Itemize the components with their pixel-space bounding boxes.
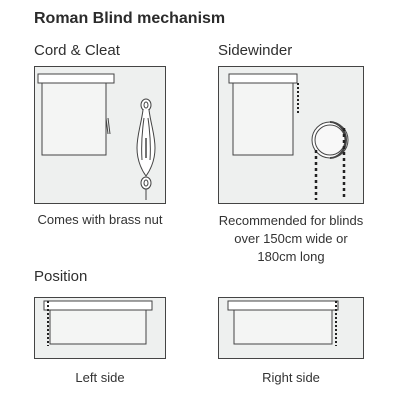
- right-side-caption: Right side: [262, 370, 320, 385]
- sidewinder-panel: [218, 66, 364, 204]
- cord-cleat-panel: [34, 66, 166, 204]
- left-side-caption: Left side: [75, 370, 125, 385]
- page-title: Roman Blind mechanism: [34, 10, 226, 27]
- sidewinder-caption: Recommended for blinds over 150cm wide o…: [218, 213, 364, 264]
- position-heading: Position: [34, 268, 88, 285]
- cord-cleat-heading: Cord & Cleat: [34, 42, 120, 59]
- right-side-panel: [218, 297, 364, 359]
- sidewinder-heading: Sidewinder: [218, 42, 293, 59]
- cord-cleat-caption: Comes with brass nut: [37, 212, 163, 227]
- left-side-panel: [34, 297, 166, 359]
